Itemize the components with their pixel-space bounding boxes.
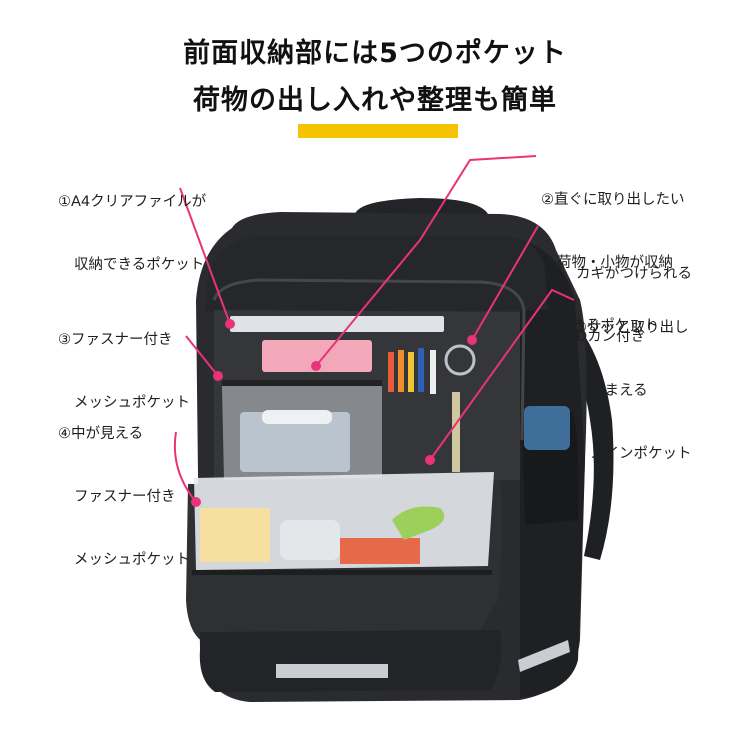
callout-6-line1: ⑤サッと取り出し	[574, 320, 689, 336]
pen-red	[388, 352, 394, 392]
callout-5-line2: Dカン付き	[576, 329, 646, 345]
lower-pocket	[199, 630, 502, 692]
inner-mesh-zip	[222, 380, 382, 386]
callout-1-line1: ①A4クリアファイルが	[58, 194, 207, 210]
pointer-dot-6	[425, 455, 435, 465]
pen-orange	[398, 350, 404, 392]
callout-5: カギがつけられる Dカン付き	[576, 222, 692, 369]
pointer-dot-4	[191, 497, 201, 507]
side-reflector	[518, 640, 570, 672]
callout-1-line2: 収納できるポケット	[74, 257, 205, 273]
pointer-dot-2	[311, 361, 321, 371]
reflector-strip	[276, 664, 388, 678]
glue-stick	[262, 410, 332, 424]
front-zip	[192, 570, 492, 575]
callout-6-line2: しまえる	[590, 383, 648, 399]
pen-yellow	[408, 352, 414, 392]
pointer-dot-1	[225, 319, 235, 329]
pencil-case	[240, 412, 350, 472]
pointer-line-1	[179, 187, 231, 325]
pointer-line-4	[173, 431, 197, 503]
callout-6-line3: メインポケット	[590, 446, 692, 462]
callout-6: ⑤サッと取り出し しまえる メインポケット	[574, 276, 692, 486]
callout-2-line1: ②直ぐに取り出したい	[541, 192, 685, 208]
callout-3-line1: ③ファスナー付き	[58, 332, 173, 348]
scissors	[392, 506, 445, 540]
callout-4: ④中が見える ファスナー付き メッシュポケット	[58, 382, 190, 592]
pointer-line-2	[315, 155, 537, 367]
shoulder-strap	[540, 300, 614, 560]
callout-2: ②直ぐに取り出したい 荷物・小物が収納 できるポケット	[541, 148, 685, 358]
callout-3-line2: メッシュポケット	[74, 395, 190, 411]
pointer-dot-3	[213, 371, 223, 381]
stamp-box	[340, 538, 420, 564]
pointer-line-3	[185, 335, 219, 377]
headline-line1: 前面収納部には5つのポケット	[183, 38, 567, 69]
callout-4-line3: メッシュポケット	[74, 552, 190, 568]
pointer-line-5	[471, 225, 539, 341]
callout-1: ①A4クリアファイルが 収納できるポケット	[58, 150, 206, 297]
callout-3: ③ファスナー付き メッシュポケット	[58, 288, 190, 435]
callout-4-line1: ④中が見える	[58, 426, 144, 442]
pointer-dot-5	[467, 335, 477, 345]
notebook	[262, 340, 372, 372]
key	[452, 392, 460, 472]
pen-blue	[418, 348, 424, 392]
clear-file	[230, 316, 444, 332]
tape-dispenser	[280, 520, 340, 560]
sticky-notes	[200, 508, 270, 562]
callout-2-line3: できるポケット	[557, 318, 659, 334]
callout-4-line2: ファスナー付き	[74, 489, 176, 505]
umbrella	[524, 406, 570, 450]
accent-bar	[298, 124, 458, 138]
d-ring	[444, 344, 476, 376]
pointer-line-6	[429, 288, 575, 461]
zipper-track	[212, 278, 526, 441]
bag-top-flap	[205, 236, 548, 312]
callout-2-line2: 荷物・小物が収納	[557, 255, 673, 271]
headline-line2: 荷物の出し入れや整理も簡単	[193, 85, 557, 116]
pen-white	[430, 350, 436, 394]
callout-5-line1: カギがつけられる	[576, 266, 692, 282]
